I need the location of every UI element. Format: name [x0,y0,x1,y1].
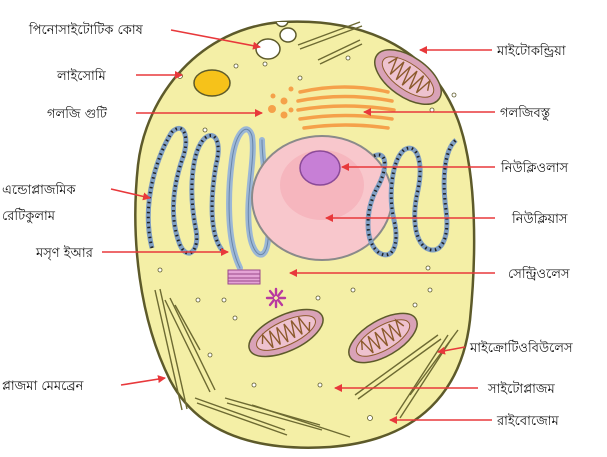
label-cytoplasm: সাইটোপ্লাজম [487,381,555,397]
label-nucleus: নিউক্লিয়াস [511,211,568,227]
mitochondrion-bottom-right [348,312,418,364]
golgi-vesicles [268,86,294,119]
label-nucleolus: নিউক্লিওলাস [500,160,569,176]
label-centrioles: সেন্ট্রিওলেস [508,266,570,282]
label-arrows [102,29,495,424]
microtubules [154,21,459,438]
labels: পিনোসাইটোটিক কোষ লাইসোমি গলজি গুটি এন্ডো… [2,22,573,429]
arrow-microtubules [437,346,466,355]
label-rough-er-line1: এন্ডোপ্লাজমিক [2,182,76,198]
label-smooth-er: মসৃণ ইআর [35,245,94,261]
label-plasma-membrane: প্লাজমা মেমব্রেন [2,379,84,394]
label-rough-er-line2: রেটিকুলাম [2,208,56,224]
rough-er-right [365,138,458,258]
ribosomes [157,55,457,421]
label-pinocytotic: পিনোসাইটোটিক কোষ [28,22,144,38]
arrow-plasma-membrane [120,375,166,386]
label-golgi-body: গলজি গুটি [47,106,108,122]
arrow-rough-er [110,188,151,201]
lysosome [193,69,231,97]
arrow-pinocytotic [170,29,261,50]
rough-er [145,126,225,256]
label-ribosome: রাইবোজোম [496,413,560,429]
label-microtubules: মাইক্রোটিওবিউলেস [469,340,573,356]
mitochondrion-bottom-left [248,308,324,358]
nucleolus [299,150,341,186]
centrioles [227,269,287,309]
golgi-apparatus [296,85,396,130]
label-lysosome: লাইসোমি [56,68,107,84]
label-mitochondria: মাইটোকন্ড্রিয়া [496,43,566,59]
mitochondrion-top [374,48,442,106]
label-golgi-apparatus: গলজিবস্তু [500,105,551,121]
pinocytotic-vesicle [255,21,297,60]
